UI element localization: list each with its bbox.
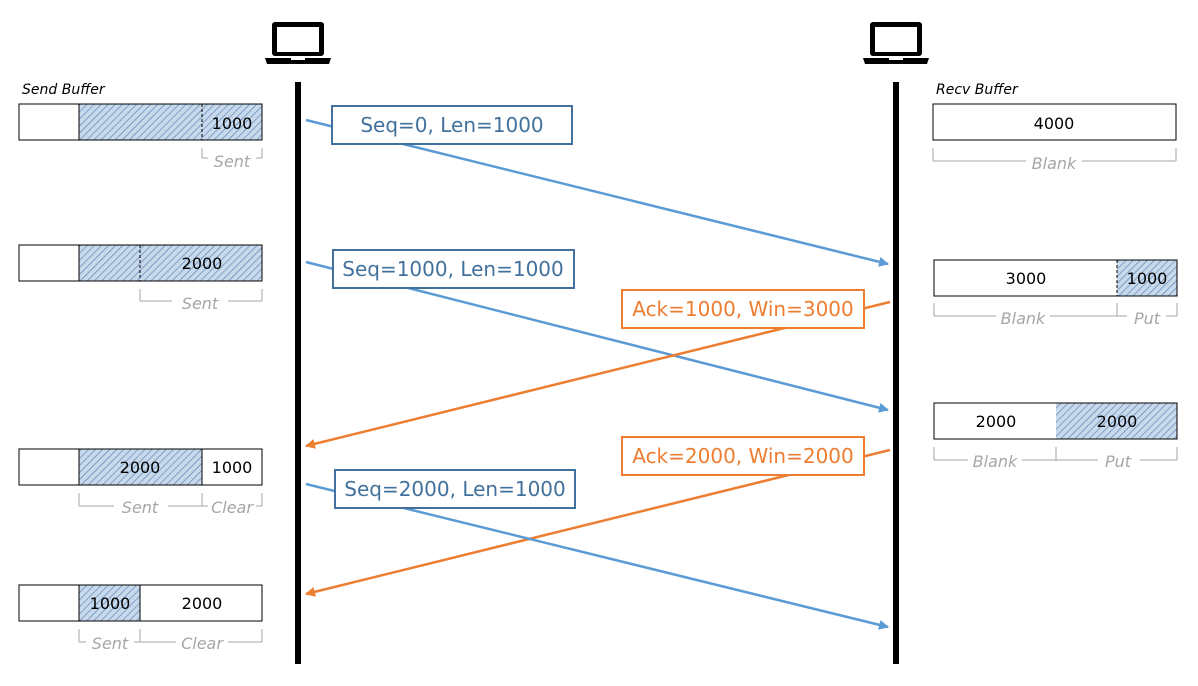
recv-3-label-blank: Blank bbox=[973, 452, 1018, 471]
send-1-label: Sent bbox=[214, 152, 251, 171]
send-4-label-sent: Sent bbox=[92, 634, 129, 653]
message-label-1: Seq=0, Len=1000 bbox=[331, 105, 573, 145]
recv-2-label-blank: Blank bbox=[1001, 309, 1046, 328]
recv-3-value-put: 2000 bbox=[1097, 412, 1138, 431]
recv-buffer-title: Recv Buffer bbox=[936, 82, 1019, 98]
send-2-label: Sent bbox=[182, 294, 219, 313]
recv-2-value-blank: 3000 bbox=[1006, 269, 1047, 288]
recv-2-label-put: Put bbox=[1134, 309, 1161, 328]
message-label-4: Ack=2000, Win=2000 bbox=[621, 436, 865, 476]
send-3-value-clear: 1000 bbox=[212, 458, 253, 477]
message-label-3: Ack=1000, Win=3000 bbox=[621, 289, 865, 329]
sender-laptop-icon bbox=[265, 22, 331, 64]
recv-buffer-state-3: 2000 2000 Blank Put bbox=[933, 402, 1178, 471]
send-3-label-clear: Clear bbox=[211, 498, 254, 517]
recv-2-value-put: 1000 bbox=[1127, 269, 1168, 288]
svg-text:Ack=1000, Win=3000: Ack=1000, Win=3000 bbox=[632, 297, 854, 321]
send-buffer-state-3: 2000 1000 Sent Clear bbox=[18, 448, 263, 517]
recv-1-value: 4000 bbox=[1034, 114, 1075, 133]
send-buffer-state-1: 1000 Sent bbox=[18, 103, 263, 171]
recv-3-value-blank: 2000 bbox=[976, 412, 1017, 431]
send-buffer-state-2: 2000 Sent bbox=[18, 244, 263, 313]
recv-3-label-put: Put bbox=[1105, 452, 1132, 471]
send-2-value: 2000 bbox=[182, 254, 223, 273]
send-4-value-clear: 2000 bbox=[182, 594, 223, 613]
send-3-value-sent: 2000 bbox=[120, 458, 161, 477]
recv-buffer-state-1: 4000 Blank bbox=[932, 103, 1177, 173]
send-3-label-sent: Sent bbox=[122, 498, 159, 517]
send-1-value: 1000 bbox=[212, 114, 253, 133]
recv-1-label: Blank bbox=[1032, 154, 1077, 173]
receiver-laptop-icon bbox=[863, 22, 929, 64]
send-4-value-sent: 1000 bbox=[90, 594, 131, 613]
svg-text:Ack=2000, Win=2000: Ack=2000, Win=2000 bbox=[632, 444, 854, 468]
svg-text:Seq=2000, Len=1000: Seq=2000, Len=1000 bbox=[344, 477, 566, 501]
send-buffer-state-4: 1000 2000 Sent Clear bbox=[18, 584, 263, 653]
svg-text:Seq=1000, Len=1000: Seq=1000, Len=1000 bbox=[342, 257, 564, 281]
recv-buffer-state-2: 3000 1000 Blank Put bbox=[933, 259, 1178, 328]
send-buffer-title: Send Buffer bbox=[22, 82, 106, 98]
send-4-label-clear: Clear bbox=[181, 634, 224, 653]
svg-text:Seq=0, Len=1000: Seq=0, Len=1000 bbox=[360, 113, 543, 137]
message-label-2: Seq=1000, Len=1000 bbox=[332, 249, 575, 289]
message-label-5: Seq=2000, Len=1000 bbox=[334, 469, 576, 509]
